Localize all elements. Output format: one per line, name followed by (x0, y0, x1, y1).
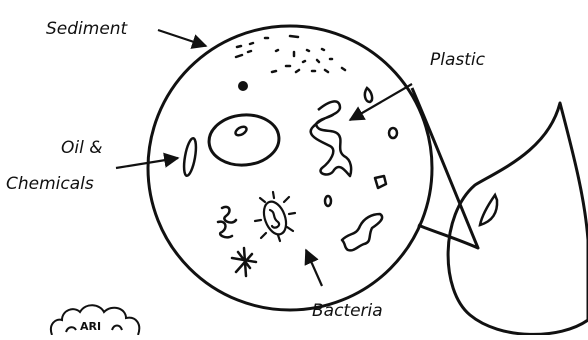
ring-particle (389, 128, 397, 138)
magnified-circle (148, 26, 432, 310)
small-particle (365, 88, 372, 102)
label-bacteria: Bacteria (312, 303, 383, 320)
plastic-fragment-large (311, 101, 351, 176)
water-droplet (448, 103, 588, 334)
oil-blob-inner (234, 125, 248, 137)
arrow-sediment (158, 30, 206, 46)
label-chemicals: Chemicals (6, 176, 94, 193)
arrow-plastic (350, 84, 412, 120)
logo-text: ARI (80, 320, 101, 333)
plastic-fragment-small (375, 176, 386, 188)
bacteria-star (232, 248, 256, 276)
droplet-highlight (480, 195, 497, 225)
sediment-particles (236, 36, 345, 91)
logo-badge: ARI (51, 305, 139, 335)
tiny-particle (325, 196, 331, 206)
arrow-bacteria (306, 250, 322, 286)
label-oil: Oil & (61, 140, 103, 157)
label-sediment: Sediment (46, 21, 127, 38)
bacteria-squiggle (218, 207, 236, 237)
chemical-streak (182, 137, 198, 176)
plastic-fragment-lower (342, 214, 382, 250)
oil-blob (207, 112, 281, 168)
bacteria-cell (255, 192, 295, 241)
label-plastic: Plastic (430, 52, 485, 69)
